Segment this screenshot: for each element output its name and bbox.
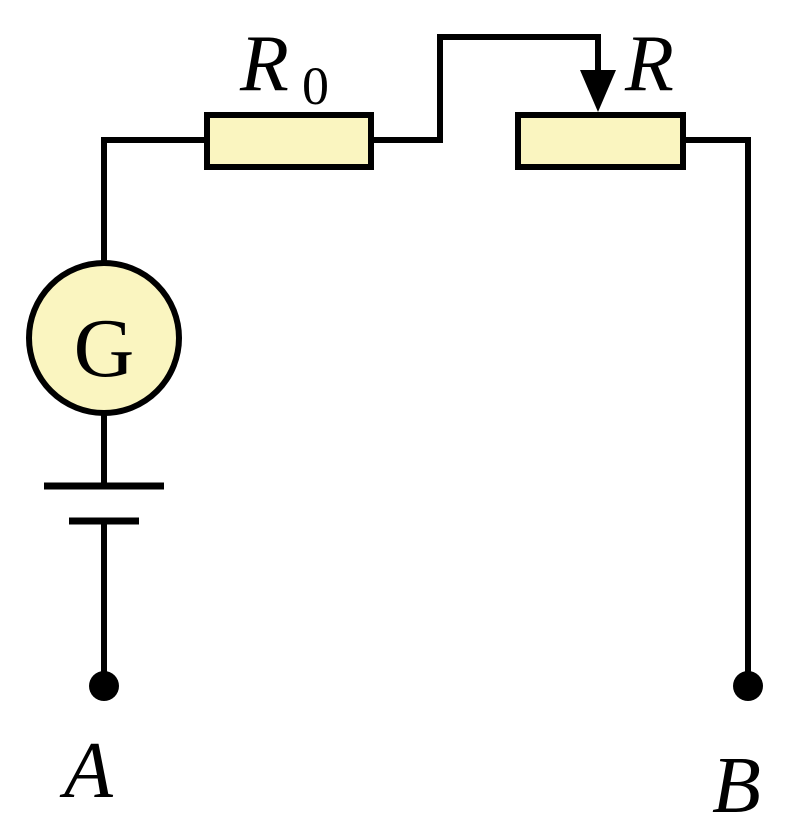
galvanometer-label: G bbox=[74, 302, 135, 395]
r0-label-subscript: 0 bbox=[302, 56, 329, 116]
r0-label-symbol: R bbox=[239, 20, 289, 108]
terminal-a-dot bbox=[89, 671, 119, 701]
fixed-resistor-r0 bbox=[204, 112, 374, 170]
galvanometer bbox=[26, 260, 182, 416]
slider-arrow-icon bbox=[580, 70, 616, 112]
wire-r0-to-slider bbox=[368, 34, 601, 143]
r0-label: R bbox=[239, 20, 289, 108]
r-label: R bbox=[624, 20, 674, 108]
wire-left-top bbox=[101, 137, 210, 266]
terminal-b-label: B bbox=[712, 742, 761, 830]
wire-r-to-b bbox=[680, 137, 751, 689]
variable-resistor-r bbox=[515, 112, 686, 170]
terminal-a-label: A bbox=[59, 727, 114, 815]
terminal-b-dot bbox=[733, 671, 763, 701]
